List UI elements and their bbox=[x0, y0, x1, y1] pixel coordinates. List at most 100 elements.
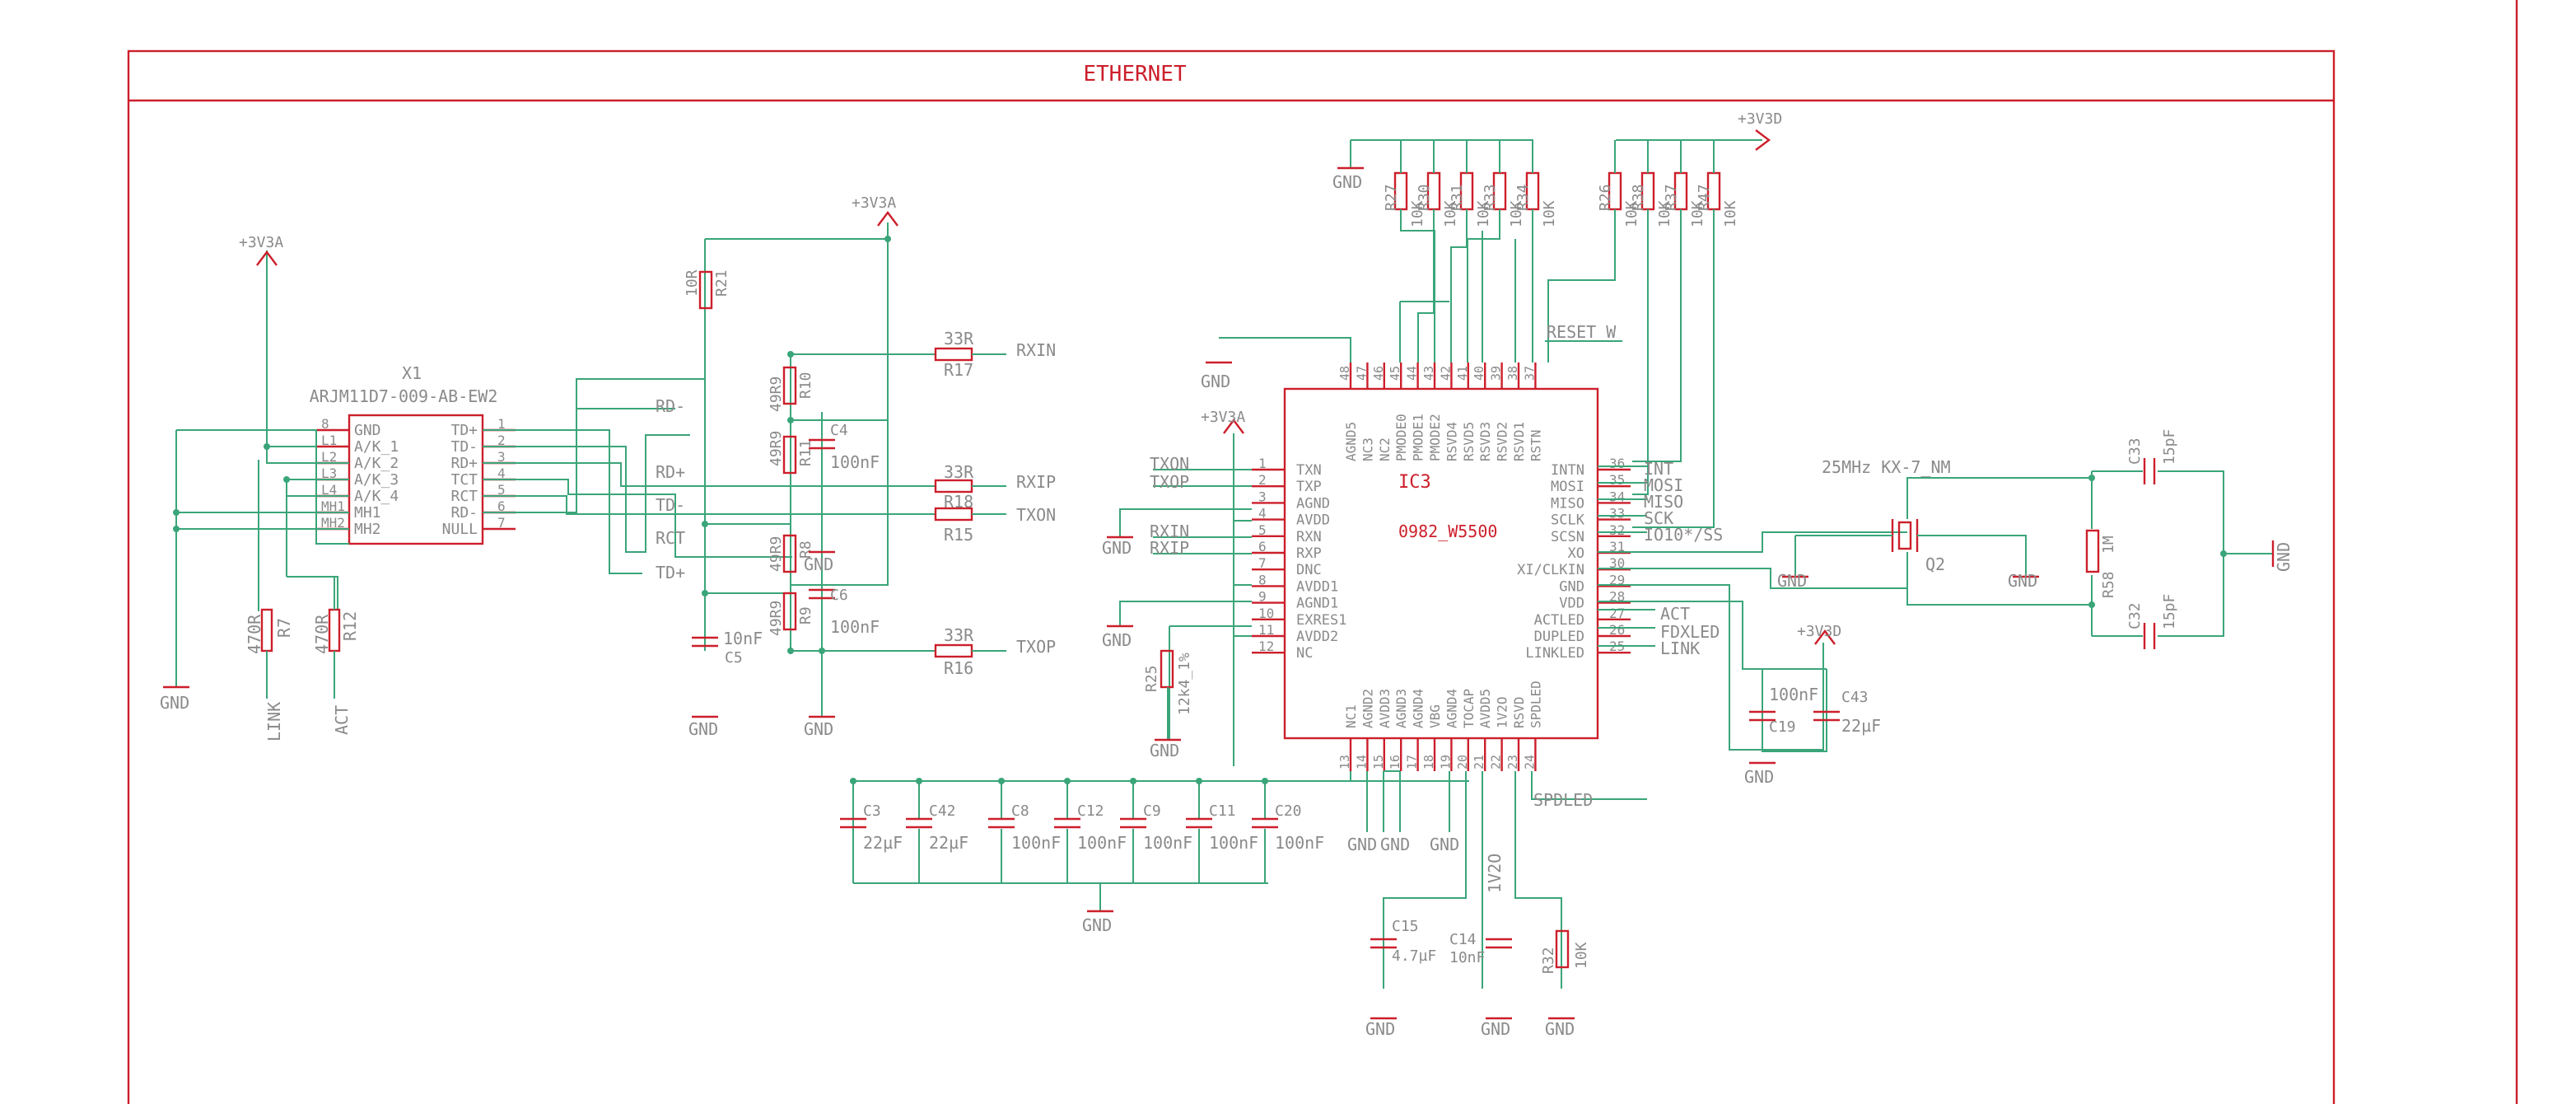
r11-ref: R11 bbox=[797, 439, 814, 466]
chip-ic3[interactable]: IC3 0982_W5500 TXN1TXP2AGND3AVDD4RXN5RXP… bbox=[1252, 363, 1631, 771]
pullup-value: 10K bbox=[1409, 200, 1426, 227]
resistor-r18[interactable] bbox=[934, 479, 973, 494]
ic3-pin-name-left: AVDD2 bbox=[1296, 629, 1338, 645]
resistor-r58[interactable] bbox=[2085, 529, 2100, 573]
resistor-r11[interactable] bbox=[782, 435, 797, 475]
ic3-pin-num-top: 45 bbox=[1388, 366, 1402, 381]
connector-wires bbox=[175, 222, 936, 717]
ic3-pin-num-bottom: 13 bbox=[1337, 755, 1352, 770]
ic3-pin-name-left: AVDD bbox=[1296, 512, 1330, 529]
ic3-pin-num-bottom: 20 bbox=[1455, 755, 1470, 770]
ic3-pin-name-bottom: VBG bbox=[1427, 704, 1443, 728]
cap-bank-junction bbox=[1196, 778, 1202, 784]
x1-pin-name-left: A/K_4 bbox=[354, 488, 399, 505]
r17-ref: R17 bbox=[944, 360, 973, 380]
x1-ref: X1 bbox=[402, 363, 422, 383]
c33-value: 15pF bbox=[2161, 429, 2178, 465]
ic3-pin-name-right: SCLK bbox=[1551, 512, 1585, 529]
ic3-pin-name-right: XO bbox=[1568, 545, 1584, 562]
r17-value: 33R bbox=[944, 329, 974, 349]
r9-value: 49R9 bbox=[768, 601, 785, 636]
ic3-pin-num-left: 10 bbox=[1258, 606, 1274, 621]
ic3-pin-num-bottom: 24 bbox=[1522, 755, 1537, 770]
power-3v3a-label-1: +3V3A bbox=[239, 234, 283, 251]
pullup-ref: R30 bbox=[1416, 184, 1433, 211]
net-txon-right: TXON bbox=[1016, 505, 1056, 525]
net-reset: RESET_W bbox=[1547, 322, 1617, 342]
ic3-pin-name-top: RSVD4 bbox=[1444, 422, 1459, 461]
cap-c14[interactable]: C14 10nF GND bbox=[1449, 931, 1512, 1039]
ic3-pin-num-top: 44 bbox=[1405, 366, 1420, 381]
ic3-pin-num-top: 37 bbox=[1522, 366, 1537, 381]
c32-value: 15pF bbox=[2161, 594, 2178, 629]
c43-value: 22µF bbox=[1841, 716, 1881, 736]
cap-c15[interactable]: C15 4.7µF GND bbox=[1365, 918, 1436, 1039]
x1-pin-name-right: RCT bbox=[450, 488, 478, 505]
pullup-ref: R37 bbox=[1663, 184, 1680, 211]
ic3-pin-num-top: 43 bbox=[1421, 366, 1436, 381]
pullup-value: 10K bbox=[1722, 200, 1739, 227]
ic3-pin-name-right: SCSN bbox=[1551, 529, 1584, 545]
connector-x1[interactable]: X1 ARJM11D7-009-AB-EW2 GND8A/K_1L1A/K_2L… bbox=[310, 363, 516, 545]
ic3-body bbox=[1283, 387, 1599, 740]
ic3-pin-name-right: GND bbox=[1559, 578, 1584, 595]
gnd-label-10: GND bbox=[1744, 767, 1774, 787]
cap-bank-junction bbox=[1262, 778, 1268, 784]
crystal-load: C33 15pF C32 15pF R58 1M GND bbox=[2085, 429, 2294, 649]
resistor-r7[interactable]: 470R R7 LINK bbox=[245, 608, 294, 741]
ic3-pin-name-right: MOSI bbox=[1551, 479, 1584, 495]
r18-value: 33R bbox=[944, 462, 974, 482]
r32-value: 10K bbox=[1573, 942, 1590, 969]
x1-pin-num-right: 7 bbox=[497, 515, 506, 531]
ic3-pin-num-right: 29 bbox=[1609, 572, 1625, 587]
ic3-pin-num-top: 42 bbox=[1438, 366, 1453, 381]
r9-ref: R9 bbox=[797, 606, 814, 625]
pullup-ref: R33 bbox=[1482, 184, 1499, 211]
resistor-r9[interactable] bbox=[782, 592, 797, 631]
power-3v3d-label-1: +3V3D bbox=[1738, 110, 1782, 128]
pullup-group-right: +3V3D bbox=[1547, 110, 1782, 528]
resistor-r21[interactable] bbox=[698, 270, 713, 310]
resistor-r8[interactable] bbox=[782, 534, 797, 573]
ic3-pin-num-left: 9 bbox=[1258, 589, 1267, 605]
net-1v2o: 1V2O bbox=[1485, 854, 1505, 893]
gnd-label-19: GND bbox=[1481, 1019, 1510, 1039]
r7-value: 470R bbox=[245, 614, 264, 654]
x1-pin-num-right: 4 bbox=[497, 465, 506, 481]
x1-pin-num-left: L3 bbox=[321, 465, 337, 481]
crystal-q2[interactable]: 25MHz KX-7_NM Q2 GND GND bbox=[1777, 457, 2092, 606]
resistor-r12[interactable]: 470R R12 ACT bbox=[312, 577, 360, 735]
power-3v3a-connector: +3V3A bbox=[239, 234, 283, 266]
resistor-r16[interactable] bbox=[934, 643, 973, 658]
cap-bank: GND C322µFC4222µFC8100nFC12100nFC9100nFC… bbox=[840, 778, 1469, 935]
net-rxin-right: RXIN bbox=[1016, 340, 1056, 360]
ic3-pin-name-bottom: AVDD3 bbox=[1377, 689, 1393, 728]
pullup-ref: R34 bbox=[1514, 184, 1532, 211]
power-3v3a-ic: +3V3A bbox=[1201, 409, 1245, 434]
ic3-pin-num-left: 5 bbox=[1258, 522, 1267, 538]
ic3-left-wires bbox=[1119, 433, 1252, 766]
pullup-value: 10K bbox=[1656, 200, 1673, 227]
ic3-pin-name-top: NC3 bbox=[1360, 437, 1375, 461]
net-td-minus: TD- bbox=[656, 495, 685, 515]
ic3-pin-name-right: VDD bbox=[1559, 596, 1584, 612]
ic3-pin-num-left: 12 bbox=[1258, 639, 1274, 654]
cap-bank-value: 100nF bbox=[1275, 833, 1324, 853]
x1-value: ARJM11D7-009-AB-EW2 bbox=[310, 386, 498, 406]
ic3-pin-num-top: 40 bbox=[1472, 366, 1486, 381]
c15-ref: C15 bbox=[1392, 918, 1419, 935]
ic3-pin-name-top: PMODE0 bbox=[1393, 414, 1409, 461]
resistor-r17[interactable] bbox=[934, 347, 973, 362]
gnd-label-12: GND bbox=[2008, 571, 2037, 591]
resistor-r10[interactable] bbox=[782, 366, 797, 405]
ic3-pin-num-top: 38 bbox=[1505, 366, 1520, 381]
resistor-r32[interactable]: R32 10K GND bbox=[1540, 929, 1590, 1039]
cap-bank-junction bbox=[998, 778, 1005, 784]
resistor-r25[interactable]: R25 12k4_1% GND bbox=[1143, 649, 1193, 760]
gnd-label-7: GND bbox=[1150, 741, 1179, 760]
ic3-pin-name-right: DUPLED bbox=[1534, 629, 1584, 645]
ic3-pin-num-bottom: 16 bbox=[1388, 755, 1402, 770]
c5-ref: C5 bbox=[725, 649, 743, 667]
